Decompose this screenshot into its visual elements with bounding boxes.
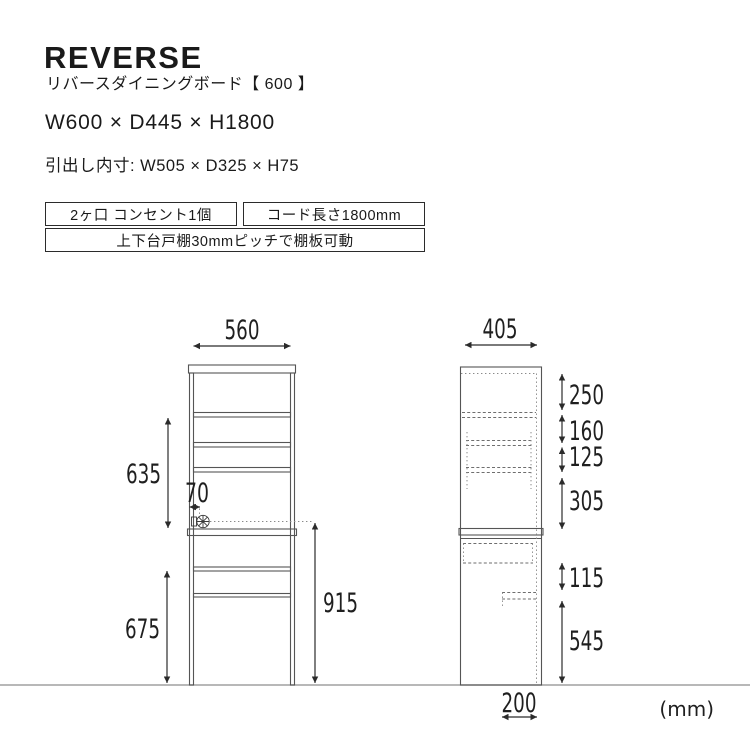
dim-upper-open-height: 635: [126, 459, 161, 490]
feature-badge-cord-label: コード長さ1800mm: [266, 207, 402, 224]
front-view-outline: [186, 364, 298, 686]
dim-lower-open-height: 675: [125, 614, 160, 645]
dim-front-width: 560: [225, 315, 260, 346]
feature-badge-shelf-pitch-label: 上下台戸棚30mmピッチで棚板可動: [116, 233, 354, 250]
feature-badge-cord: コード長さ1800mm: [243, 202, 425, 226]
dim-segment-6: 545: [569, 626, 604, 657]
front-view: [186, 364, 314, 686]
dim-side-depth: 405: [483, 314, 518, 345]
dim-segment-3: 125: [569, 442, 604, 473]
feature-badge-outlet: 2ヶ口 コンセント1個: [45, 202, 237, 226]
front-view-dimensions: 560 635 70 675 915: [125, 315, 358, 683]
dim-outlet-offset: 70: [185, 478, 209, 509]
side-hidden-lines: [461, 373, 537, 684]
front-shelves: [192, 411, 292, 473]
unit-note: (mm): [659, 697, 714, 721]
product-title: REVERSE: [44, 40, 203, 75]
side-view-outline: [458, 366, 544, 686]
front-drawer-band: [192, 566, 292, 598]
side-view: [458, 366, 544, 686]
dim-segment-2: 160: [569, 416, 604, 447]
dimension-diagram: 560 635 70 675 915: [0, 314, 750, 721]
dim-counter-height: 915: [323, 588, 358, 619]
dim-segment-5: 115: [569, 563, 604, 594]
dim-segment-4: 305: [569, 486, 604, 517]
drawer-inner-dimensions: 引出し内寸: W505 × D325 × H75: [45, 157, 300, 175]
overall-dimensions: W600 × D445 × H1800: [45, 111, 276, 134]
side-view-dimensions: 405 250 160 125 305 115 545 200: [465, 314, 604, 721]
feature-badge-outlet-label: 2ヶ口 コンセント1個: [70, 207, 212, 224]
dim-segment-top: 250: [569, 380, 604, 411]
product-subtitle: リバースダイニングボード【 600 】: [46, 76, 315, 93]
outlet-icon: [191, 514, 210, 529]
dim-base-depth: 200: [502, 688, 537, 719]
feature-badge-shelf-pitch: 上下台戸棚30mmピッチで棚板可動: [45, 228, 425, 252]
